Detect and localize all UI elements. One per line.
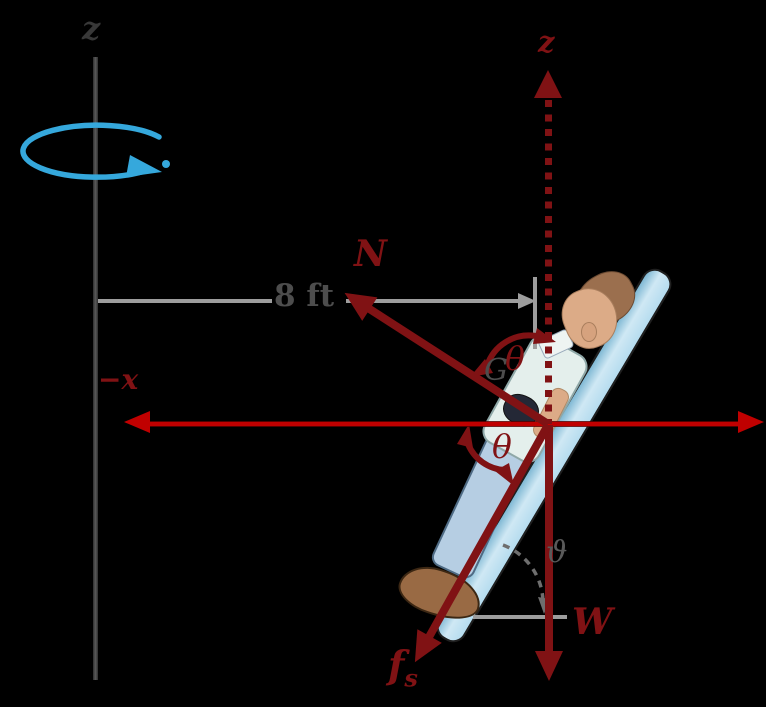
z-dotted-arrowhead-icon: [534, 70, 562, 98]
theta-top-arc: [484, 332, 537, 368]
z-dotted-line: [545, 100, 552, 424]
distance-label: 8 ft: [274, 278, 335, 314]
distance-line-right: [346, 299, 518, 303]
friction-label-f: f: [388, 642, 405, 687]
distance-arrowhead-icon: [518, 293, 536, 309]
theta-board-vertical-label: ϑ: [546, 535, 568, 570]
weight-label: W: [572, 601, 613, 643]
x-axis-line: [140, 422, 740, 426]
person-ear: [581, 322, 597, 342]
friction-label-sub: s: [404, 663, 418, 693]
negative-x-label: −x: [98, 363, 139, 396]
center-of-gravity-label: G: [484, 353, 508, 388]
normal-force-label: N: [354, 233, 387, 275]
x-axis-arrowhead-left-icon: [124, 411, 150, 433]
z-dotted-label: z: [538, 25, 555, 59]
weight-arrowhead-icon: [535, 651, 563, 681]
x-axis-arrowhead-right-icon: [738, 411, 764, 433]
theta-top-label: θ: [505, 339, 525, 378]
distance-line-left: [98, 299, 272, 303]
rotation-dot: [162, 160, 170, 168]
z-axis-label: z: [82, 9, 101, 47]
theta-bottom-arrowhead-top-icon: [457, 424, 473, 448]
theta-bottom-arrowhead-end-icon: [495, 463, 514, 486]
z-axis-line: [93, 57, 98, 680]
rotation-arrowhead-icon: [126, 155, 162, 177]
theta-bottom-label: θ: [492, 427, 512, 466]
friction-label: fs: [388, 646, 418, 691]
board-vertical-angle-arc: [502, 543, 545, 605]
distance-end-tick: [533, 277, 537, 349]
horizontal-reference-line: [473, 615, 567, 619]
rotation-arrow-icon: [20, 122, 162, 180]
